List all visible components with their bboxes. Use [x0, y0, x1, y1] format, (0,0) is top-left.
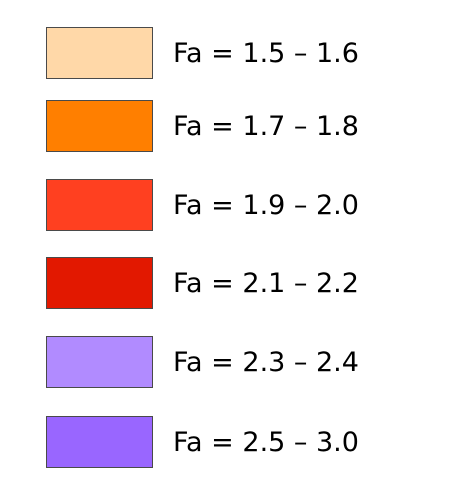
legend-swatch [46, 179, 153, 231]
legend-label: Fa = 2.1 – 2.2 [173, 267, 359, 299]
legend-swatch [46, 100, 153, 152]
legend-swatch [46, 257, 153, 309]
legend-item: Fa = 2.3 – 2.4 [46, 336, 359, 388]
legend-item: Fa = 1.5 – 1.6 [46, 27, 359, 79]
legend-item: Fa = 2.5 – 3.0 [46, 416, 359, 468]
legend-swatch [46, 416, 153, 468]
legend-label: Fa = 1.9 – 2.0 [173, 189, 359, 221]
legend-label: Fa = 1.5 – 1.6 [173, 37, 359, 69]
legend-item: Fa = 1.7 – 1.8 [46, 100, 359, 152]
legend-item: Fa = 2.1 – 2.2 [46, 257, 359, 309]
legend-item: Fa = 1.9 – 2.0 [46, 179, 359, 231]
legend-swatch [46, 336, 153, 388]
legend-label: Fa = 1.7 – 1.8 [173, 110, 359, 142]
legend-swatch [46, 27, 153, 79]
legend-label: Fa = 2.3 – 2.4 [173, 346, 359, 378]
legend-label: Fa = 2.5 – 3.0 [173, 426, 359, 458]
